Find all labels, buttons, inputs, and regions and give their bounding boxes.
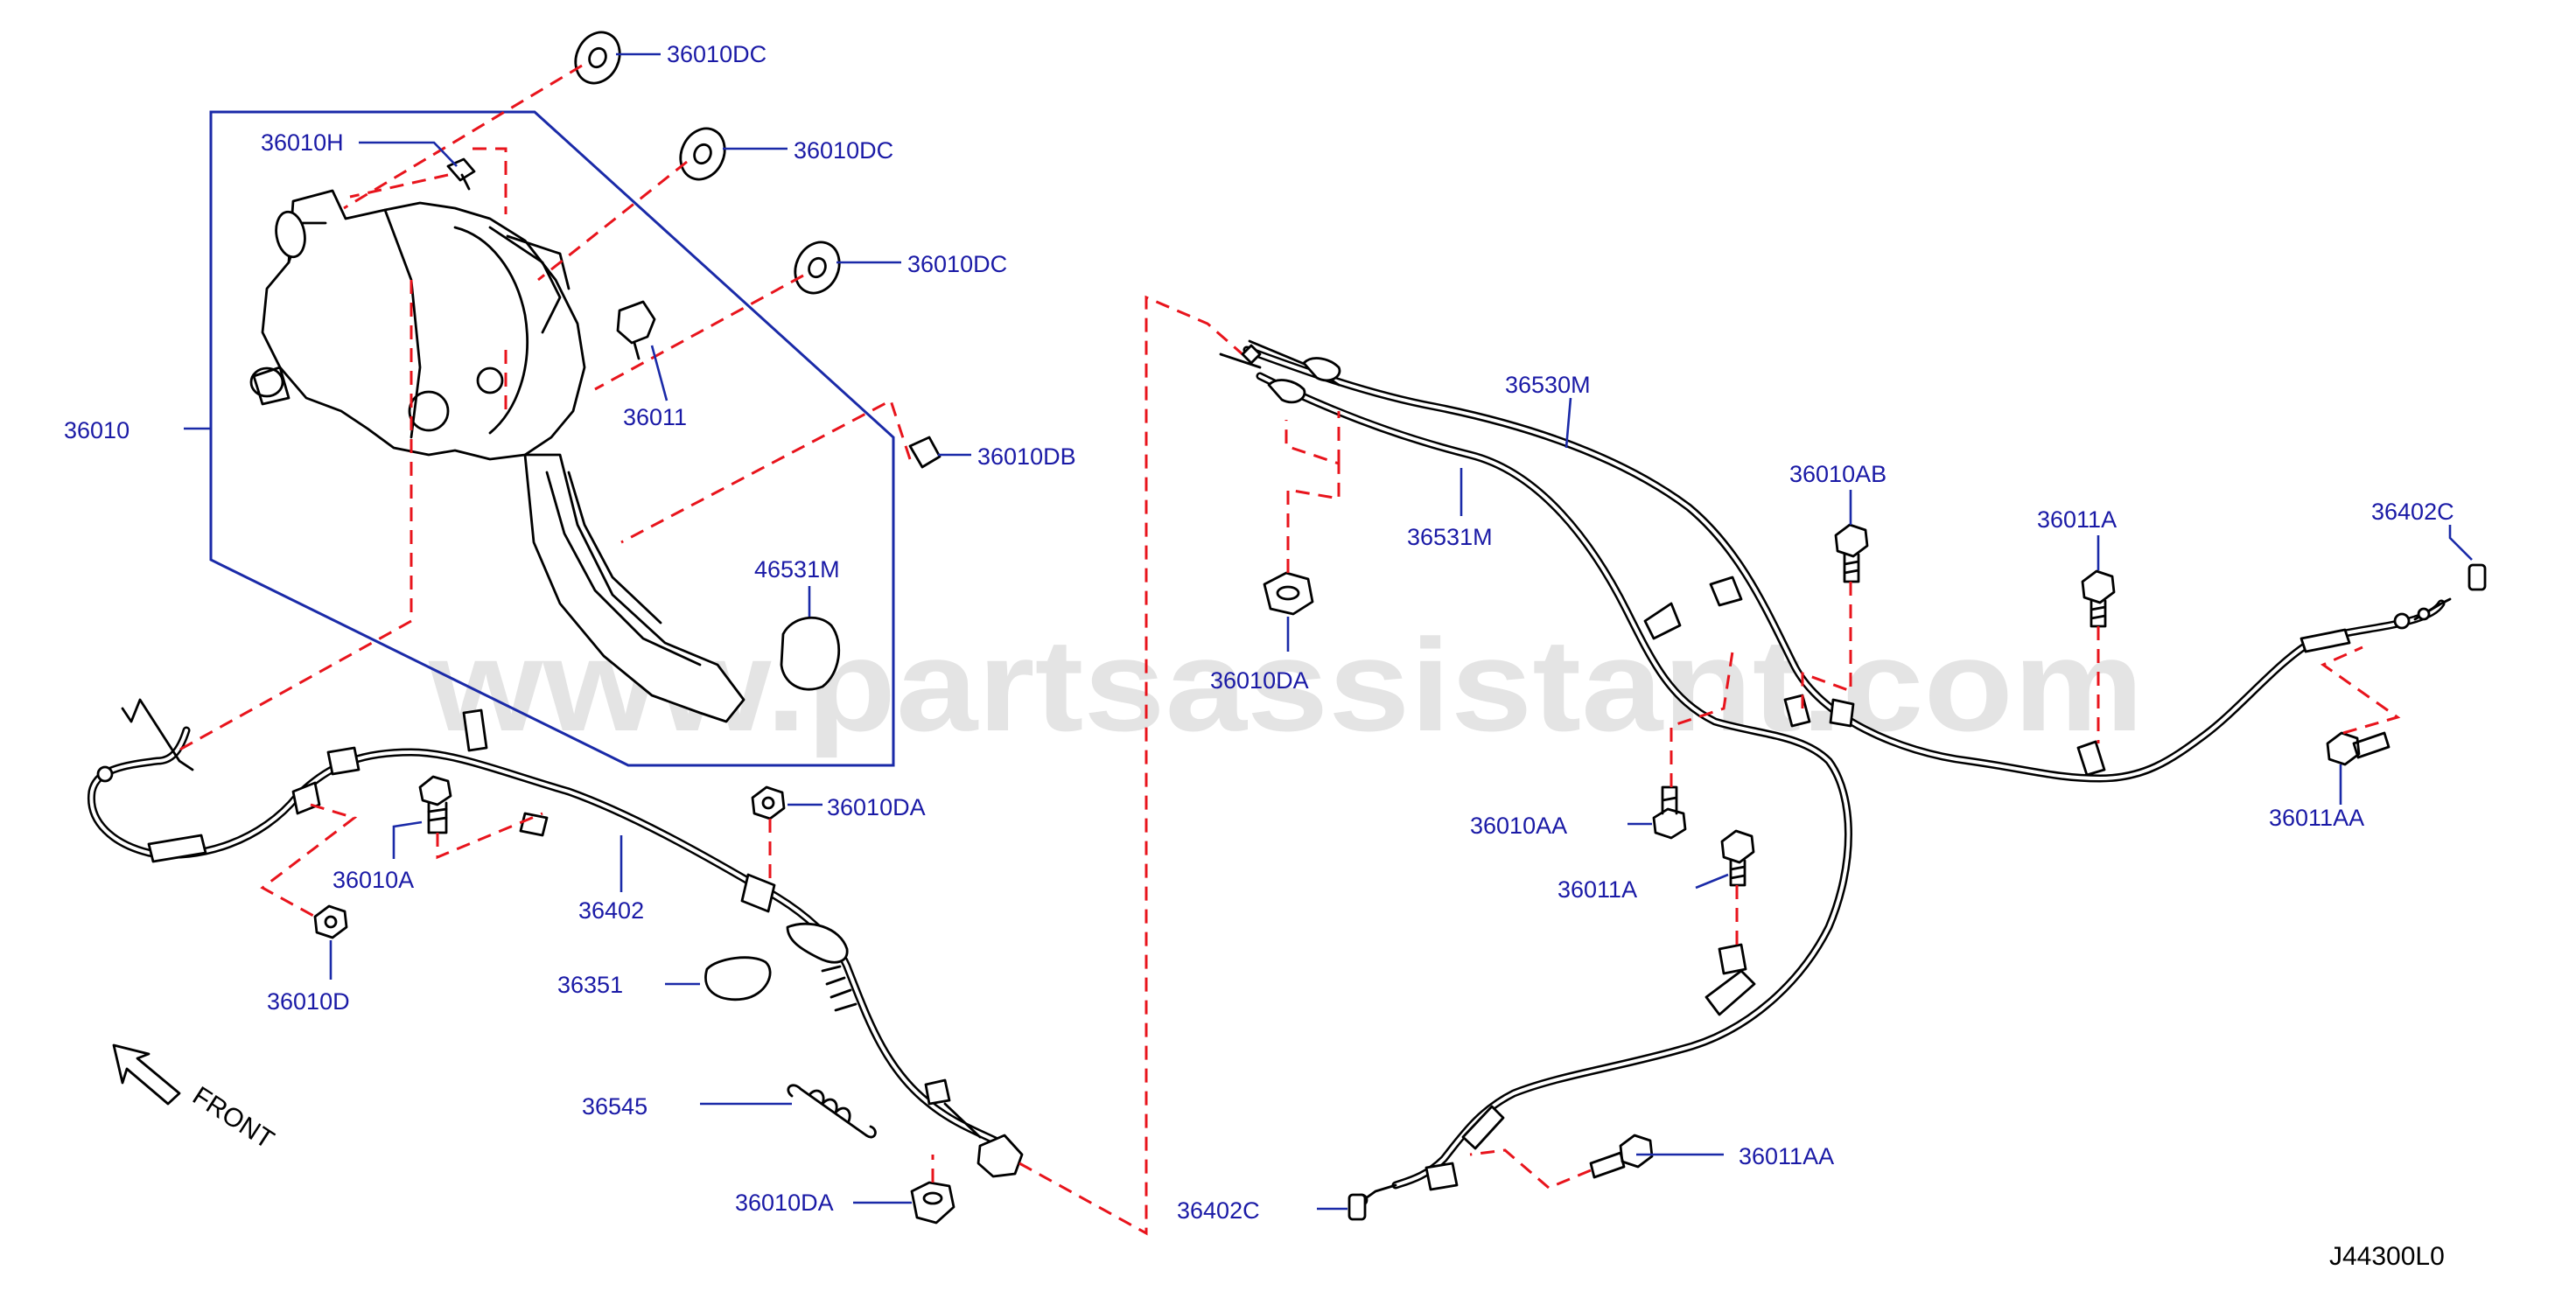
bolt-36011aa-lower [1589, 1134, 1654, 1179]
bolt-36011aa-upper [2326, 731, 2390, 766]
nut-36010d [313, 904, 348, 939]
front-cable-36402 [87, 698, 1024, 1178]
label-36351[interactable]: 36351 [557, 972, 623, 998]
dashed-leaders-left [174, 64, 1243, 1236]
label-36011[interactable]: 36011 [623, 404, 687, 430]
label-36010db[interactable]: 36010DB [977, 443, 1076, 470]
label-36531m[interactable]: 36531M [1407, 524, 1493, 550]
label-36010da-1[interactable]: 36010DA [827, 794, 926, 820]
pin-36402c-lower [1348, 1193, 1367, 1221]
nut-36010da-right [1263, 571, 1314, 616]
label-36010h[interactable]: 36010H [261, 129, 344, 156]
label-36010d[interactable]: 36010D [267, 988, 350, 1015]
label-36010dc-2[interactable]: 36010DC [794, 137, 893, 164]
label-36010da-2[interactable]: 36010DA [735, 1190, 834, 1216]
bolt-36010ab [1834, 523, 1869, 583]
cable-fittings-right [1219, 339, 2452, 1207]
label-46531m[interactable]: 46531M [754, 556, 840, 583]
nut-36010da-lower [910, 1181, 956, 1225]
rear-cable-36531m [1256, 372, 1852, 1190]
spring-36545 [787, 1084, 877, 1139]
nut-36010da-upper [751, 785, 786, 820]
label-36402c-1[interactable]: 36402C [2371, 499, 2454, 525]
bolt-36010a [418, 775, 452, 834]
dashed-leaders-right [1284, 411, 2401, 1190]
pedal-pad-46531m [780, 617, 841, 691]
label-36010dc-3[interactable]: 36010DC [907, 251, 1007, 277]
bolt-36010aa [1652, 785, 1687, 840]
front-arrow-icon [112, 1043, 181, 1106]
label-36011a-2[interactable]: 36011A [1558, 876, 1637, 903]
washer-36010dc-2 [679, 127, 726, 181]
part-labels: 36010DC 36010DC 36010DC 36010H 36010 360… [64, 41, 2454, 1224]
label-36010ab[interactable]: 36010AB [1789, 461, 1886, 487]
label-36011a-1[interactable]: 36011A [2037, 506, 2117, 533]
assembly-frame [209, 110, 895, 767]
switch-36011 [616, 300, 656, 360]
label-36530m[interactable]: 36530M [1505, 372, 1591, 398]
label-36011aa-2[interactable]: 36011AA [1739, 1143, 1834, 1169]
label-36402c-2[interactable]: 36402C [1177, 1197, 1260, 1224]
label-leaders [184, 52, 2473, 1211]
grommet-36351 [704, 956, 772, 1001]
label-36010[interactable]: 36010 [64, 417, 130, 443]
label-36011aa-1[interactable]: 36011AA [2269, 805, 2364, 831]
washer-36010dc-3 [794, 241, 841, 295]
pedal-bracket-assembly [249, 189, 746, 723]
label-36545[interactable]: 36545 [582, 1093, 648, 1120]
washer-36010dc-1 [574, 31, 621, 85]
bolt-36011a-upper [2081, 569, 2116, 628]
label-36010a-1[interactable]: 36010A [332, 867, 414, 893]
diagram-code: J44300L0 [2329, 1242, 2445, 1271]
label-36402[interactable]: 36402 [578, 897, 644, 924]
label-36010aa[interactable]: 36010AA [1470, 813, 1567, 839]
clip-36010db [908, 436, 942, 469]
label-36010dc-1[interactable]: 36010DC [667, 41, 766, 67]
pin-36402c-upper [2468, 563, 2487, 591]
label-36010da-3[interactable]: 36010DA [1210, 667, 1309, 694]
front-label: FRONT [187, 1081, 279, 1155]
bolt-36010h [446, 157, 476, 191]
bolt-36011a-lower [1720, 829, 1755, 887]
